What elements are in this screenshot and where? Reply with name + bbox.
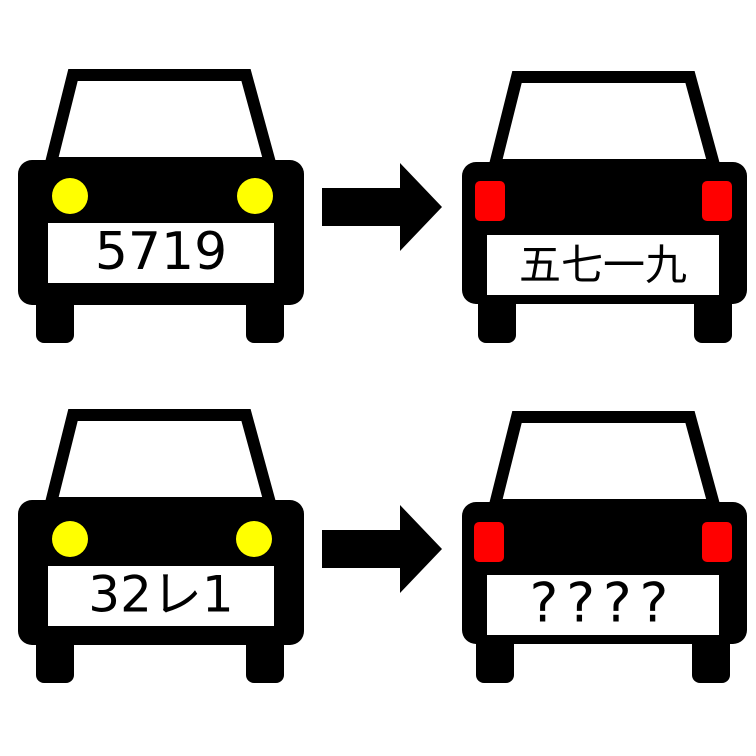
car-rear-view-icon: [462, 411, 747, 683]
car-front-1: 5719: [18, 69, 304, 343]
license-plate: [48, 566, 274, 626]
wheel-left: [36, 288, 74, 343]
car-front-view-icon: [18, 69, 304, 343]
taillight-right: [702, 181, 732, 221]
plate-number-rear-1: 五七一九: [519, 241, 687, 290]
taillight-right: [702, 522, 732, 562]
arrow-2: [322, 505, 442, 593]
license-plate: [487, 235, 719, 295]
wheel-right: [246, 288, 284, 343]
plate-number-front-1: 5719: [95, 222, 227, 282]
wheel-right: [692, 628, 730, 683]
arrow-1: [322, 163, 442, 251]
wheel-left: [476, 628, 514, 683]
car-cabin: [487, 71, 722, 171]
car-rear-1: 五七一九: [462, 71, 747, 343]
headlight-left: [52, 178, 88, 214]
license-plate: [487, 575, 719, 635]
car-front-view-icon: [18, 409, 304, 683]
car-rear-2: ????: [462, 411, 747, 683]
right-arrow-icon: [322, 505, 442, 593]
plate-number-front-2: 32レ1: [88, 566, 233, 624]
wheel-right: [694, 288, 732, 343]
headlight-right: [237, 178, 273, 214]
car-front-2: 32レ1: [18, 409, 304, 683]
wheel-right: [246, 628, 284, 683]
car-rear-view-icon: [462, 71, 747, 343]
plate-number-rear-2: ????: [530, 572, 677, 635]
license-plate: [48, 223, 274, 283]
wheel-left: [36, 628, 74, 683]
wheel-left: [478, 288, 516, 343]
taillight-left: [474, 522, 504, 562]
headlight-right: [236, 521, 272, 557]
right-arrow-icon: [322, 163, 442, 251]
car-cabin: [43, 69, 278, 169]
headlight-left: [52, 521, 88, 557]
car-cabin: [43, 409, 278, 509]
car-cabin: [487, 411, 722, 511]
taillight-left: [475, 181, 505, 221]
